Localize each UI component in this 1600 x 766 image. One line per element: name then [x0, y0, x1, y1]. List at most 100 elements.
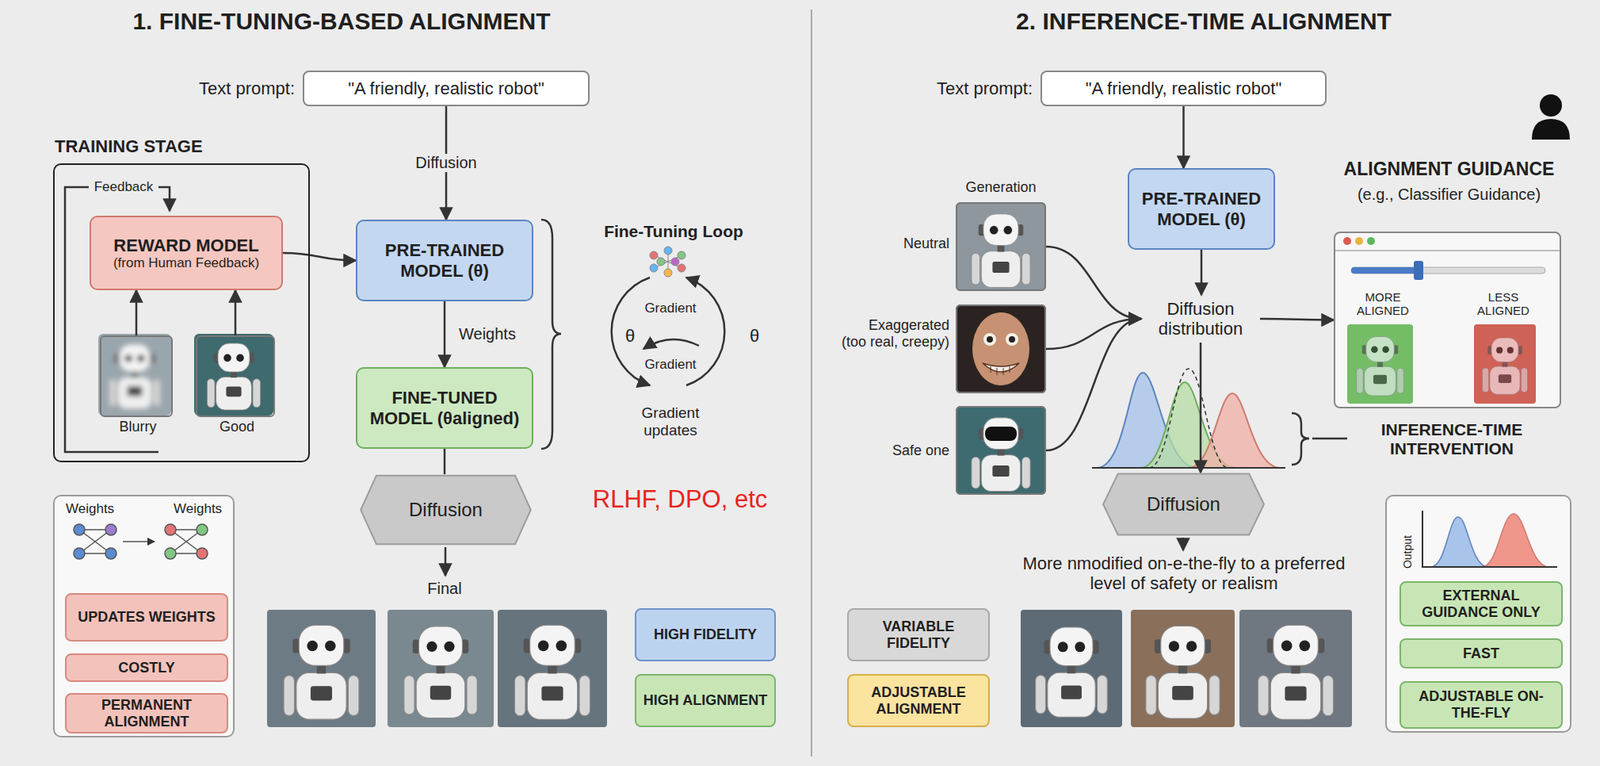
label-text: Generation — [949, 179, 1053, 196]
label-text: θ — [744, 325, 764, 346]
network-cluster — [649, 246, 686, 277]
node-text: COSTLY — [72, 659, 221, 676]
creepy-image — [955, 304, 1047, 394]
node-text: Diffusion distribution — [1144, 298, 1257, 340]
weights-diagram — [73, 523, 208, 559]
connector — [1200, 249, 1203, 295]
connector — [443, 301, 447, 367]
connector-label: Weights — [455, 324, 520, 344]
connector — [1046, 246, 1142, 319]
node-text: PERMANENT ALIGNMENT — [72, 696, 221, 730]
label-text: Gradient — [630, 300, 711, 317]
summary-panel: OutputEXTERNAL GUIDANCE ONLY FAST ADJUSTAB… — [1385, 494, 1572, 733]
node-text: Diffusion — [1109, 492, 1258, 516]
good-image — [194, 333, 274, 416]
distribution-chart — [1092, 368, 1286, 468]
property-pill: ADJUSTABLE ON-THE-FLY — [1399, 680, 1563, 729]
node-text: Text prompt: — [905, 78, 1033, 99]
connector — [1260, 318, 1334, 321]
safe-image — [955, 405, 1047, 495]
node-text: Exaggerated (too real, creepy) — [840, 316, 950, 350]
diffusion-hexagon: Diffusion — [358, 473, 533, 546]
neutral-image — [955, 202, 1047, 291]
node-text: HIGH ALIGNMENT — [642, 691, 768, 709]
node-text: PRE-TRAINED MODEL (θ) — [365, 240, 524, 281]
reward-model-box: REWARD MODEL(from Human Feedback) — [89, 215, 283, 291]
property-pill: UPDATES WEIGHTS — [64, 592, 229, 642]
image-frame: Safe one — [955, 405, 1047, 495]
node-text: Text prompt: — [168, 78, 295, 99]
divider — [810, 9, 813, 757]
guidance-window — [1333, 231, 1562, 409]
bracket — [1291, 412, 1348, 465]
label-text: Gradient — [630, 356, 711, 373]
label-text: More nmodified on-e-the-fly to a preferr… — [1017, 553, 1351, 594]
label-text: Final — [412, 579, 477, 598]
node-text: Weights — [173, 500, 222, 517]
panel-fill — [1385, 494, 1572, 733]
node-text: Diffusion — [366, 498, 525, 521]
model-box: PRE-TRAINED MODEL (θ) — [1127, 168, 1276, 250]
connector — [443, 448, 447, 474]
label-text: 2. INFERENCE-TIME ALIGNMENT — [926, 7, 1482, 36]
image-frame: Good — [195, 335, 275, 417]
node-text: Safe one — [868, 442, 950, 459]
connector — [1199, 342, 1203, 473]
brace — [541, 219, 562, 449]
distribution-text: Diffusion distribution — [1141, 294, 1261, 343]
property-pill: HIGH FIDELITY — [634, 607, 776, 661]
node-text: ADJUSTABLE ON-THE-FLY — [1407, 687, 1555, 721]
person-icon — [1531, 94, 1570, 140]
connector — [135, 290, 138, 336]
node-text: REWARD MODEL — [99, 235, 274, 256]
property-pill: EXTERNAL GUIDANCE ONLY — [1399, 580, 1563, 627]
node-text: Weights — [65, 500, 115, 517]
label-text: Fine-Tuning Loop — [586, 221, 761, 241]
property-pill: FAST — [1399, 637, 1563, 669]
connector — [234, 290, 237, 336]
diffusion-hexagon: Diffusion — [1101, 472, 1266, 536]
node-text: UPDATES WEIGHTS — [72, 608, 221, 626]
node-text: ADJUSTABLE ALIGNMENT — [855, 683, 982, 717]
node-text: LESS ALIGNED — [1463, 290, 1543, 318]
output-chart — [1422, 510, 1558, 567]
hexagon-shape — [360, 475, 531, 544]
property-pill: ADJUSTABLE ALIGNMENT — [847, 673, 990, 727]
final-images — [267, 609, 608, 727]
fine-tuning-loop — [611, 277, 726, 386]
model-box: PRE-TRAINED MODEL (θ) — [355, 219, 534, 302]
prompt-box: Text prompt:"A friendly, realistic robot… — [1040, 70, 1327, 107]
prompt-box: Text prompt:"A friendly, realistic robot… — [302, 70, 590, 107]
connector — [282, 252, 356, 261]
node-text: FAST — [1407, 645, 1555, 662]
node-text: (e.g., Classifier Guidance) — [1303, 185, 1595, 204]
node-text: HIGH FIDELITY — [642, 626, 768, 643]
node-text: PRE-TRAINED MODEL (θ) — [1137, 188, 1266, 230]
node-text: (from Human Feedback) — [99, 255, 274, 272]
label-text: Gradient updates — [622, 404, 718, 440]
connector — [1046, 318, 1142, 451]
hexagon-shape — [1103, 473, 1264, 535]
node-text: Output — [1401, 527, 1414, 576]
image-frame: Exaggerated (too real, creepy) — [955, 304, 1047, 394]
label-text: RLHF, DPO, etc — [553, 484, 807, 514]
summary-panel: Weights WeightsUPDATES WEIGHTS COSTLY PERMA… — [53, 494, 235, 737]
node-text: TRAINING STAGE — [54, 136, 293, 157]
training-frame: TRAINING STAGEREWARD MODEL(from Human Fe… — [53, 163, 310, 463]
feedback-arrow — [158, 187, 170, 211]
property-pill: PERMANENT ALIGNMENT — [64, 692, 229, 734]
node-text: MORE ALIGNED — [1343, 290, 1423, 318]
connector — [1182, 106, 1185, 169]
guidance-window: ALIGNMENT GUIDANCE(e.g., Classifier Guid… — [1333, 231, 1562, 409]
label-text: Feedback — [87, 179, 160, 195]
node-text: Good — [192, 418, 282, 436]
property-pill: COSTLY — [64, 652, 229, 682]
image-frame: Blurry — [99, 335, 173, 417]
property-pill: VARIABLE FIDELITY — [847, 607, 990, 661]
panel-fill — [53, 494, 235, 737]
node-text: "A friendly, realistic robot" — [1050, 78, 1318, 99]
image-frame: Neutral — [955, 202, 1047, 291]
node-text: ALIGNMENT GUIDANCE — [1303, 158, 1595, 180]
